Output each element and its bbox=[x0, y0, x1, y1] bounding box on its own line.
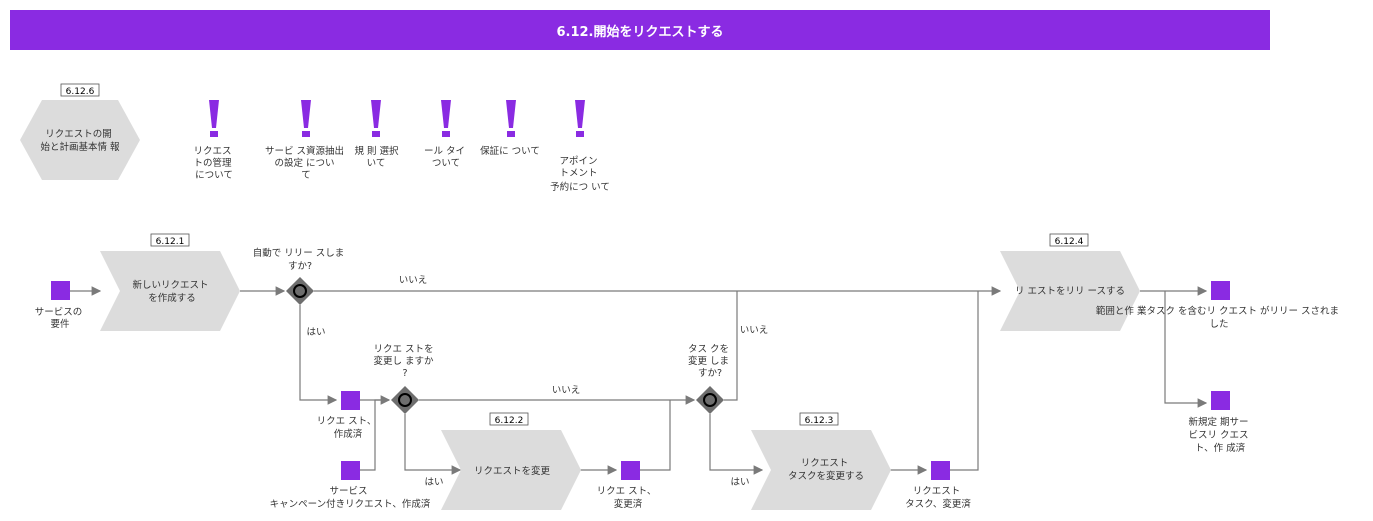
gateway-2-text: リクエ ストを 変更し ますか ? bbox=[373, 344, 436, 379]
event-2-text: リクエ スト、 作成済 bbox=[317, 416, 380, 440]
note-3-text: 規 則 選択 いて bbox=[354, 145, 401, 169]
event-campaign-request-created[interactable]: サービス キャンペーン付きリクエスト、作成済 bbox=[270, 461, 431, 510]
gateway-1-text: 自動で リリー スしま すか? bbox=[253, 247, 348, 272]
event-1-text: サービスの 要件 bbox=[35, 307, 86, 330]
hexagon-text: リクエストの開 始と計画基本情 報 bbox=[40, 129, 120, 153]
event-4-text: リクエ スト、 変更済 bbox=[597, 486, 660, 510]
edge-label-yes-2: はい bbox=[424, 477, 443, 488]
function-1-text: 新しいリクエスト を作成する bbox=[132, 279, 211, 304]
note-6[interactable]: アポイン トメント 予約につ いて bbox=[550, 100, 610, 193]
function-4-tag: 6.12.4 bbox=[1055, 237, 1084, 247]
function-change-request[interactable]: リクエストを変更 6.12.2 bbox=[441, 412, 581, 510]
edge-label-yes-1: はい bbox=[306, 327, 325, 338]
event-service-requirement[interactable]: サービスの 要件 bbox=[35, 281, 86, 330]
function-release-request[interactable]: リ エストをリリ ースする 6.12.4 bbox=[1000, 233, 1140, 331]
note-3[interactable]: 規 則 選択 いて bbox=[354, 100, 401, 169]
function-4-text: リ エストをリリ ースする bbox=[1015, 286, 1125, 297]
event-7-text: 新規定 期サー ビスリ クエス ト、作 成済 bbox=[1188, 416, 1251, 454]
function-3-text: リクエスト タスクを変更する bbox=[788, 458, 864, 482]
note-2-text: サービ ス資源抽出 の設定 につい て bbox=[265, 145, 347, 181]
note-5-text: 保証に ついて bbox=[480, 145, 540, 157]
edge-label-no-1: いいえ bbox=[399, 275, 428, 286]
gateway-auto-release[interactable]: 自動で リリー スしま すか? bbox=[253, 247, 348, 305]
event-request-task-changed[interactable]: リクエスト タスク、変更済 bbox=[905, 461, 971, 510]
note-1[interactable]: リクエス トの管理 について bbox=[193, 100, 234, 181]
function-1-tag: 6.12.1 bbox=[156, 237, 185, 247]
note-4-text: ール タイ ついて bbox=[424, 146, 468, 169]
page-title: 6.12.開始をリクエストする bbox=[10, 10, 1270, 50]
note-1-text: リクエス トの管理 について bbox=[193, 146, 234, 181]
hexagon-process-interface[interactable]: リクエストの開 始と計画基本情 報 6.12.6 bbox=[20, 83, 140, 180]
hexagon-tag: 6.12.6 bbox=[66, 87, 95, 97]
function-change-request-task[interactable]: リクエスト タスクを変更する 6.12.3 bbox=[751, 412, 891, 510]
edge-label-yes-3: はい bbox=[730, 477, 749, 488]
note-6-text: アポイン トメント 予約につ いて bbox=[550, 156, 610, 193]
event-6-text: 範囲と作 業タスク を含むリ クエスト がリリー スされま した bbox=[1096, 305, 1342, 330]
event-recurring-request-created[interactable]: 新規定 期サー ビスリ クエス ト、作 成済 bbox=[1188, 391, 1251, 454]
function-3-tag: 6.12.3 bbox=[805, 416, 834, 426]
gateway-change-request[interactable]: リクエ ストを 変更し ますか ? bbox=[373, 344, 436, 414]
event-3-text: サービス キャンペーン付きリクエスト、作成済 bbox=[270, 486, 431, 510]
note-2[interactable]: サービ ス資源抽出 の設定 につい て bbox=[265, 100, 347, 181]
edge-label-no-3: いいえ bbox=[740, 325, 769, 336]
function-2-text: リクエストを変更 bbox=[474, 465, 551, 477]
gateway-3-text: タス クを 変更 しま すか? bbox=[688, 344, 732, 379]
function-create-request[interactable]: 新しいリクエスト を作成する 6.12.1 bbox=[100, 233, 240, 331]
event-request-created[interactable]: リクエ スト、 作成済 bbox=[317, 391, 380, 440]
gateway-change-task[interactable]: タス クを 変更 しま すか? bbox=[688, 344, 732, 414]
event-request-released[interactable]: 範囲と作 業タスク を含むリ クエスト がリリー スされま した bbox=[1096, 281, 1342, 330]
event-request-changed[interactable]: リクエ スト、 変更済 bbox=[597, 461, 660, 510]
note-4[interactable]: ール タイ ついて bbox=[424, 100, 468, 169]
event-5-text: リクエスト タスク、変更済 bbox=[905, 486, 971, 510]
edge-label-no-2: いいえ bbox=[552, 385, 581, 396]
note-5[interactable]: 保証に ついて bbox=[480, 100, 540, 157]
function-2-tag: 6.12.2 bbox=[495, 416, 524, 426]
